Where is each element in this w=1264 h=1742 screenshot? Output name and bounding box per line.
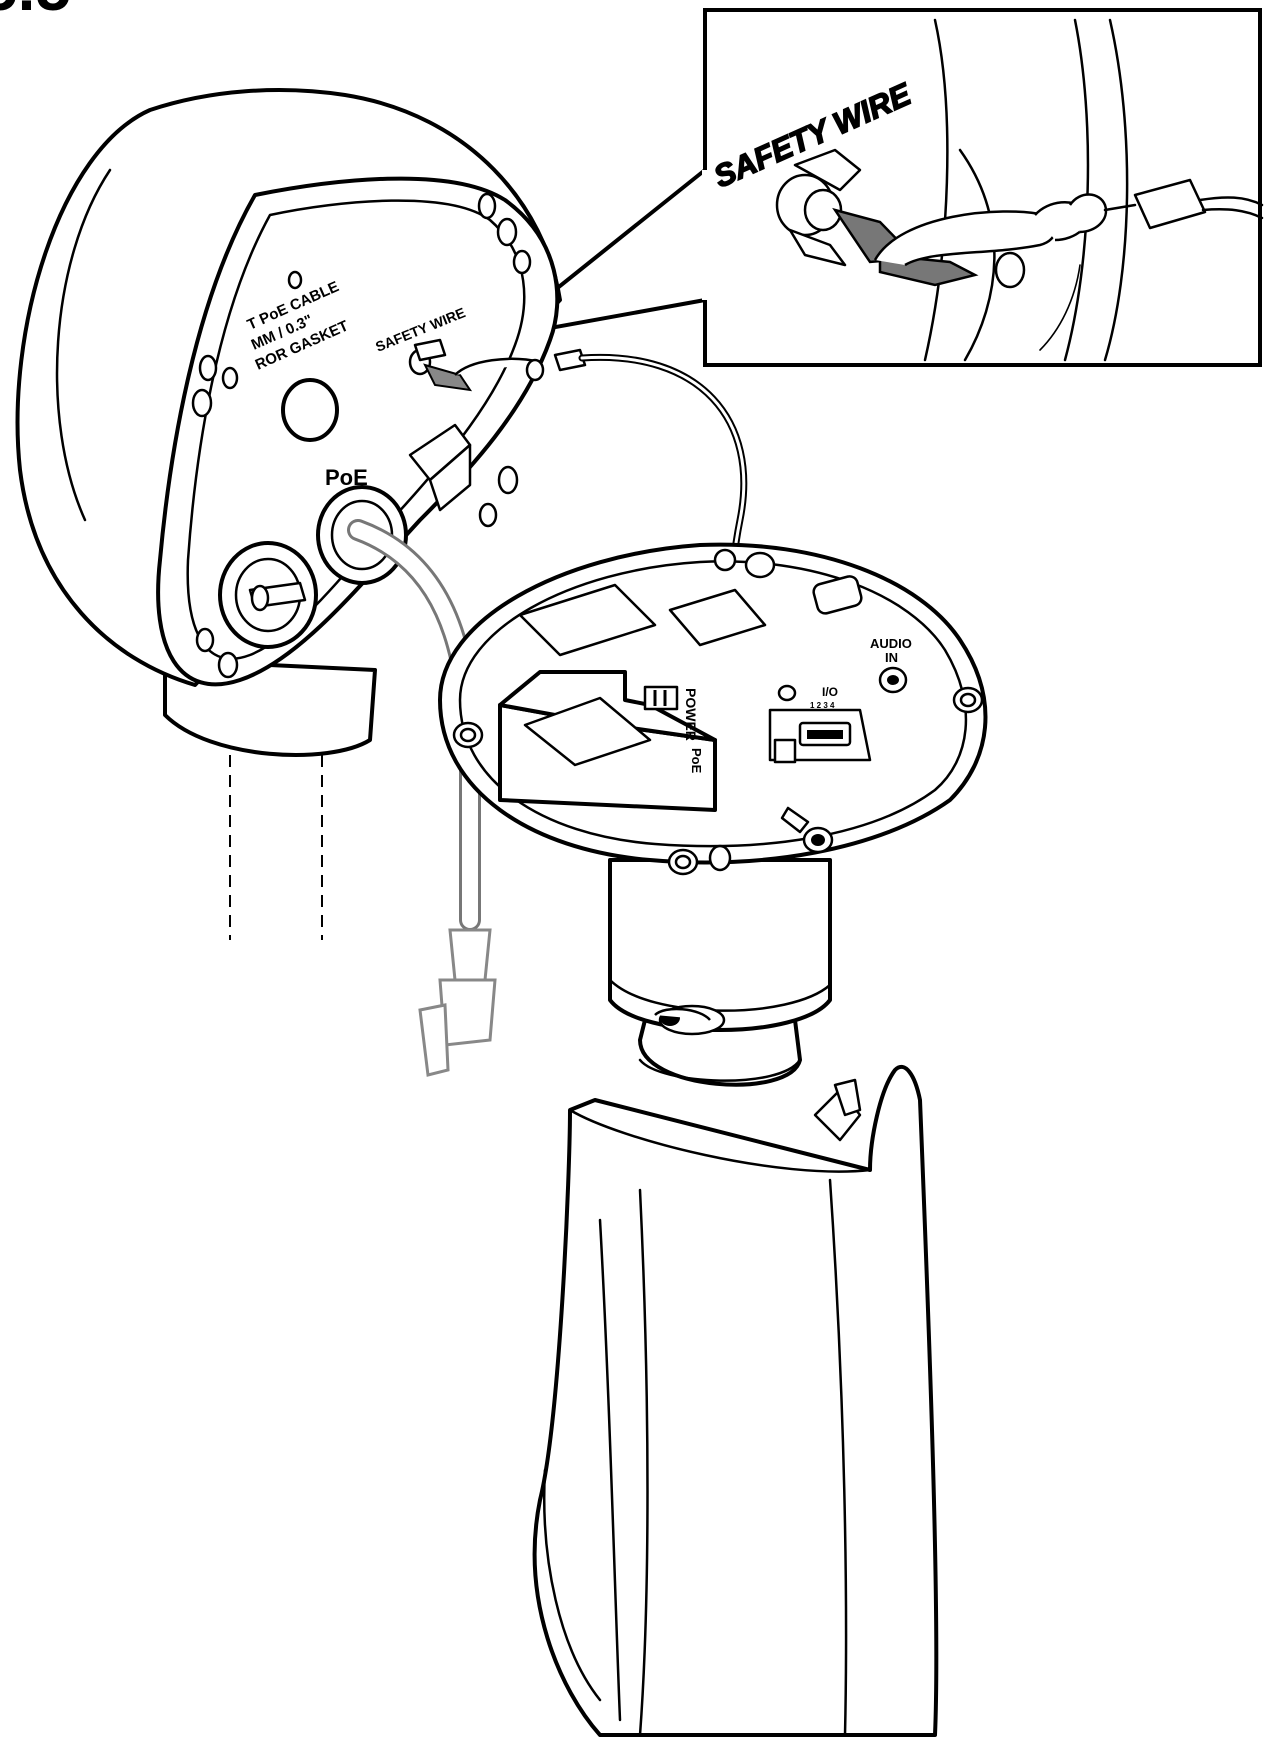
- cable-gasket-plug: [281, 378, 339, 442]
- audio-in-jack: AUDIO IN: [870, 636, 912, 694]
- power-label: POWER: [683, 688, 699, 741]
- io-pins-label: 1 2 3 4: [810, 701, 835, 710]
- audio-in-label-line-2: IN: [885, 650, 898, 665]
- step-number: 5.5: [0, 0, 71, 24]
- zoom-safety-wire-clip: [832, 178, 1264, 289]
- power-module: POWER PoE: [498, 670, 717, 812]
- io-terminal: I/O 1 2 3 4: [768, 684, 872, 764]
- poe-network-cable: [347, 519, 497, 1077]
- zoom-ground-screw: [775, 148, 862, 267]
- audio-in-label-line-1: AUDIO: [870, 636, 912, 651]
- camera-mount-plate: POWER PoE I/O 1 2 3 4 AUDIO IN: [438, 542, 988, 876]
- housing-safety-wire-clip: [408, 338, 587, 392]
- housing-mounting-holes: [191, 192, 532, 679]
- io-label: I/O: [822, 685, 838, 699]
- sd-card-slot: [812, 575, 863, 615]
- board-poe-label: PoE: [689, 748, 704, 774]
- plate-ground-screw: [780, 806, 834, 854]
- safety-wire-callout: SAFETY WIRE: [493, 8, 1264, 367]
- plate-screws: [452, 548, 984, 876]
- wall-mount-housing: T PoE CABLE MM / 0.3" ROR GASKET SAFETY …: [15, 88, 587, 940]
- housing-ground-stud: [218, 541, 318, 649]
- camera-body: [532, 858, 939, 1737]
